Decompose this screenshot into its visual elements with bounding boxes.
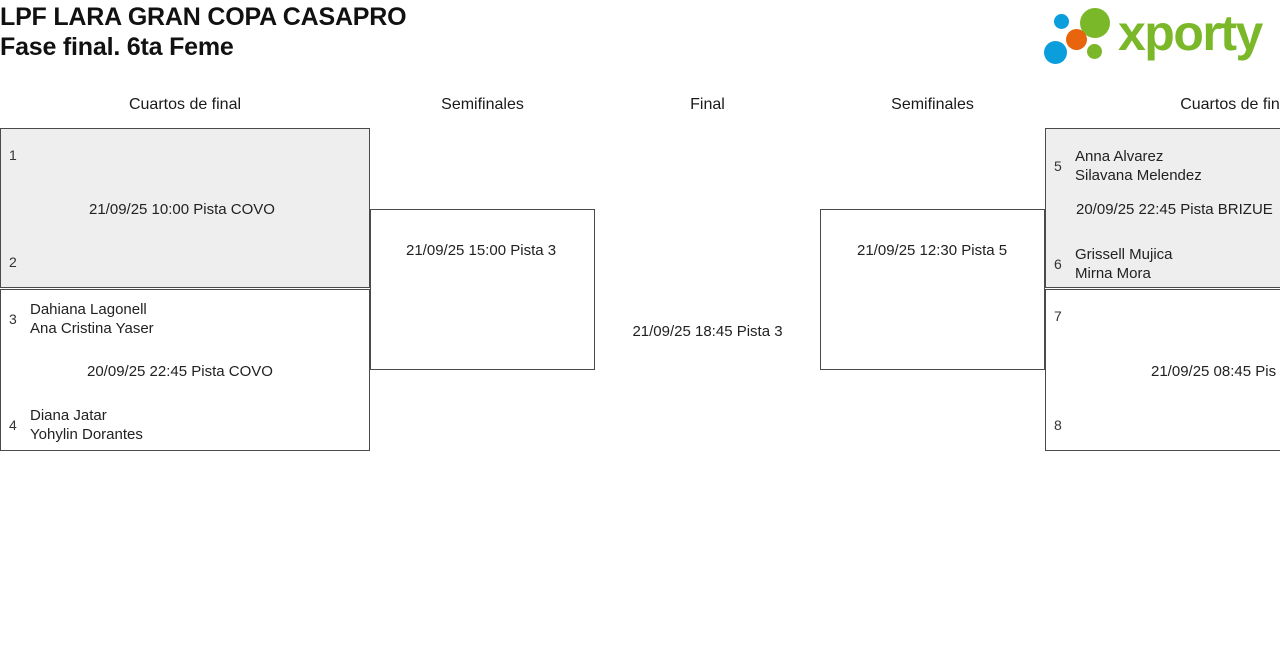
match-schedule-info: 21/09/25 10:00 Pista COVO — [89, 201, 275, 218]
page-header: LPF LARA GRAN COPA CASAPRO Fase final. 6… — [0, 0, 1280, 90]
logo-dots-icon — [1044, 8, 1122, 64]
page-title: LPF LARA GRAN COPA CASAPRO Fase final. 6… — [0, 2, 407, 62]
match-schedule-info: 21/09/25 18:45 Pista 3 — [632, 323, 783, 340]
player-names: Anna Alvarez Silavana Melendez — [1075, 147, 1202, 185]
round-header-semifinales-right: Semifinales — [891, 96, 974, 113]
match-slot-seed-1[interactable]: 1 — [9, 147, 30, 163]
seed-number: 5 — [1054, 158, 1062, 174]
match-box-semifinal-2[interactable]: 21/09/25 12:30 Pista 5 — [820, 209, 1045, 370]
player-name-line-2: Yohylin Dorantes — [30, 426, 143, 443]
match-box-quarterfinal-3[interactable]: 5 Anna Alvarez Silavana Melendez 20/09/2… — [1045, 128, 1280, 288]
logo-wordmark: xporty — [1118, 5, 1263, 61]
match-slot-seed-3[interactable]: 3 Dahiana Lagonell Ana Cristina Yaser — [9, 300, 154, 338]
seed-number: 8 — [1054, 417, 1062, 433]
match-schedule-info: 21/09/25 08:45 Pis — [1151, 363, 1277, 380]
player-name-line-1: Anna Alvarez — [1075, 148, 1164, 165]
player-name-line-2: Silavana Melendez — [1075, 167, 1202, 184]
match-box-semifinal-1[interactable]: 21/09/25 15:00 Pista 3 — [370, 209, 595, 370]
match-box-quarterfinal-1[interactable]: 1 21/09/25 10:00 Pista COVO 2 — [0, 128, 370, 288]
seed-number: 6 — [1054, 256, 1062, 272]
match-slot-seed-5[interactable]: 5 Anna Alvarez Silavana Melendez — [1054, 147, 1202, 185]
match-slot-seed-6[interactable]: 6 Grissell Mujica Mirna Mora — [1054, 245, 1173, 283]
player-name-line-2: Mirna Mora — [1075, 265, 1151, 282]
player-name-line-1: Dahiana Lagonell — [30, 301, 147, 318]
logo-dot-blue-small-icon — [1054, 14, 1069, 29]
seed-number: 1 — [9, 147, 17, 163]
match-schedule-info: 21/09/25 15:00 Pista 3 — [406, 242, 557, 259]
round-header-final: Final — [690, 96, 725, 113]
match-box-quarterfinal-2[interactable]: 3 Dahiana Lagonell Ana Cristina Yaser 20… — [0, 289, 370, 451]
match-final[interactable]: 21/09/25 18:45 Pista 3 — [595, 323, 820, 340]
match-box-quarterfinal-4[interactable]: 7 21/09/25 08:45 Pis 8 — [1045, 289, 1280, 451]
round-header-semifinales-left: Semifinales — [441, 96, 524, 113]
round-header-cuartos-right: Cuartos de fin — [1180, 96, 1280, 113]
seed-number: 7 — [1054, 308, 1062, 324]
match-slot-seed-8[interactable]: 8 — [1054, 417, 1075, 433]
player-names: Diana Jatar Yohylin Dorantes — [30, 406, 143, 444]
round-header-cuartos-left: Cuartos de final — [128, 96, 242, 113]
seed-number: 4 — [9, 417, 17, 433]
match-slot-seed-4[interactable]: 4 Diana Jatar Yohylin Dorantes — [9, 406, 143, 444]
tournament-name: LPF LARA GRAN COPA CASAPRO — [0, 3, 407, 31]
match-schedule-info: 21/09/25 12:30 Pista 5 — [857, 242, 1008, 259]
match-slot-seed-7[interactable]: 7 — [1054, 308, 1075, 324]
player-name-line-1: Diana Jatar — [30, 407, 107, 424]
match-schedule-info: 20/09/25 22:45 Pista BRIZUE — [1076, 201, 1273, 218]
xporty-logo[interactable]: xporty — [1040, 4, 1272, 66]
player-name-line-1: Grissell Mujica — [1075, 246, 1173, 263]
tournament-phase: Fase final. 6ta Feme — [0, 33, 234, 61]
player-name-line-2: Ana Cristina Yaser — [30, 320, 154, 337]
logo-dot-green-small-icon — [1087, 44, 1102, 59]
logo-dot-orange-icon — [1066, 29, 1087, 50]
match-schedule-info: 20/09/25 22:45 Pista COVO — [87, 363, 273, 380]
seed-number: 3 — [9, 311, 17, 327]
player-names: Dahiana Lagonell Ana Cristina Yaser — [30, 300, 154, 338]
player-names: Grissell Mujica Mirna Mora — [1075, 245, 1173, 283]
logo-dot-blue-large-icon — [1044, 41, 1067, 64]
seed-number: 2 — [9, 254, 17, 270]
match-slot-seed-2[interactable]: 2 — [9, 254, 30, 270]
